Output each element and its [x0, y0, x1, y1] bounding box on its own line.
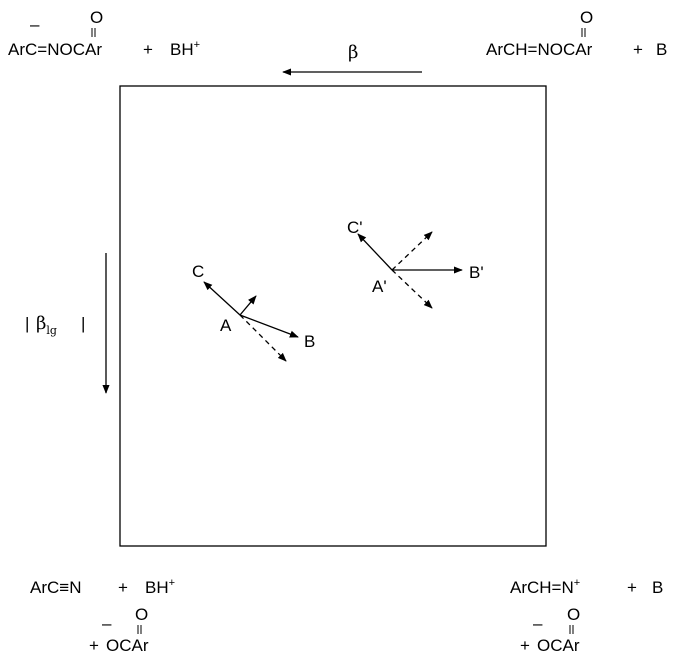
vector-a-to-b	[239, 314, 299, 338]
carbonyl-oxygen-label: O	[567, 605, 580, 624]
carboxylate-formula: OCAr	[537, 636, 580, 655]
point-b-label: B	[304, 332, 315, 351]
beta-lg-axis-label: βlg	[36, 313, 57, 337]
plus-sign-leaving-group: +	[520, 636, 530, 655]
oxime-ester-formula: ArCH=NOCAr	[486, 40, 593, 59]
point-b-prime-label: B'	[469, 263, 484, 282]
carboxylate-minus-sign: –	[102, 614, 112, 633]
point-c-prime-label: C'	[347, 218, 363, 237]
base-label: B	[652, 578, 663, 597]
transition-state-a-vectors: C A B	[192, 262, 315, 362]
protonated-base-formula: BH+	[170, 39, 200, 59]
vector-a-prime-to-c-prime	[357, 233, 393, 271]
vector-a-prime-dashed-up	[391, 231, 433, 271]
base-label: B	[656, 40, 667, 59]
carbonyl-oxygen-label: O	[580, 8, 593, 27]
iminium-formula: ArCH=N+	[510, 577, 580, 597]
carbanion-formula: ArC=NOCAr	[8, 40, 102, 59]
plus-sign: +	[633, 40, 643, 59]
carbonyl-oxygen-label: O	[90, 8, 103, 27]
point-a-prime-label: A'	[372, 277, 387, 296]
beta-axis-label: β	[348, 42, 358, 63]
carbanion-minus-sign: –	[30, 15, 40, 34]
plus-sign: +	[627, 578, 637, 597]
corner-bottom-right-species: ArCH=N+ + B O – + OCAr	[510, 577, 663, 655]
protonated-base-formula: BH+	[145, 577, 175, 597]
beta-lg-left-bracket: |	[25, 314, 29, 333]
carboxylate-formula: OCAr	[106, 636, 149, 655]
vector-a-short	[239, 295, 257, 316]
vector-a-to-c	[203, 281, 241, 316]
vector-a-prime-dashed-down	[391, 269, 433, 309]
reaction-map-square	[119, 85, 547, 547]
carboxylate-minus-sign: –	[533, 614, 543, 633]
corner-bottom-left-species: ArC≡N + BH+ O – + OCAr	[30, 577, 175, 655]
nitrile-formula: ArC≡N	[30, 578, 81, 597]
beta-lg-axis: | βlg |	[25, 253, 110, 394]
vector-a-dashed	[239, 314, 287, 362]
corner-top-right-species: O ArCH=NOCAr + B	[486, 8, 667, 59]
plus-sign: +	[143, 40, 153, 59]
point-c-label: C	[192, 262, 204, 281]
carbonyl-oxygen-label: O	[135, 605, 148, 624]
beta-axis: β	[282, 42, 422, 76]
plus-sign-leaving-group: +	[89, 636, 99, 655]
plus-sign: +	[118, 578, 128, 597]
corner-top-left-species: O – ArC=NOCAr + BH+	[8, 8, 200, 59]
transition-state-a-prime-vectors: C' A' B'	[347, 218, 484, 309]
point-a-label: A	[220, 316, 232, 335]
beta-lg-right-bracket: |	[81, 314, 85, 333]
